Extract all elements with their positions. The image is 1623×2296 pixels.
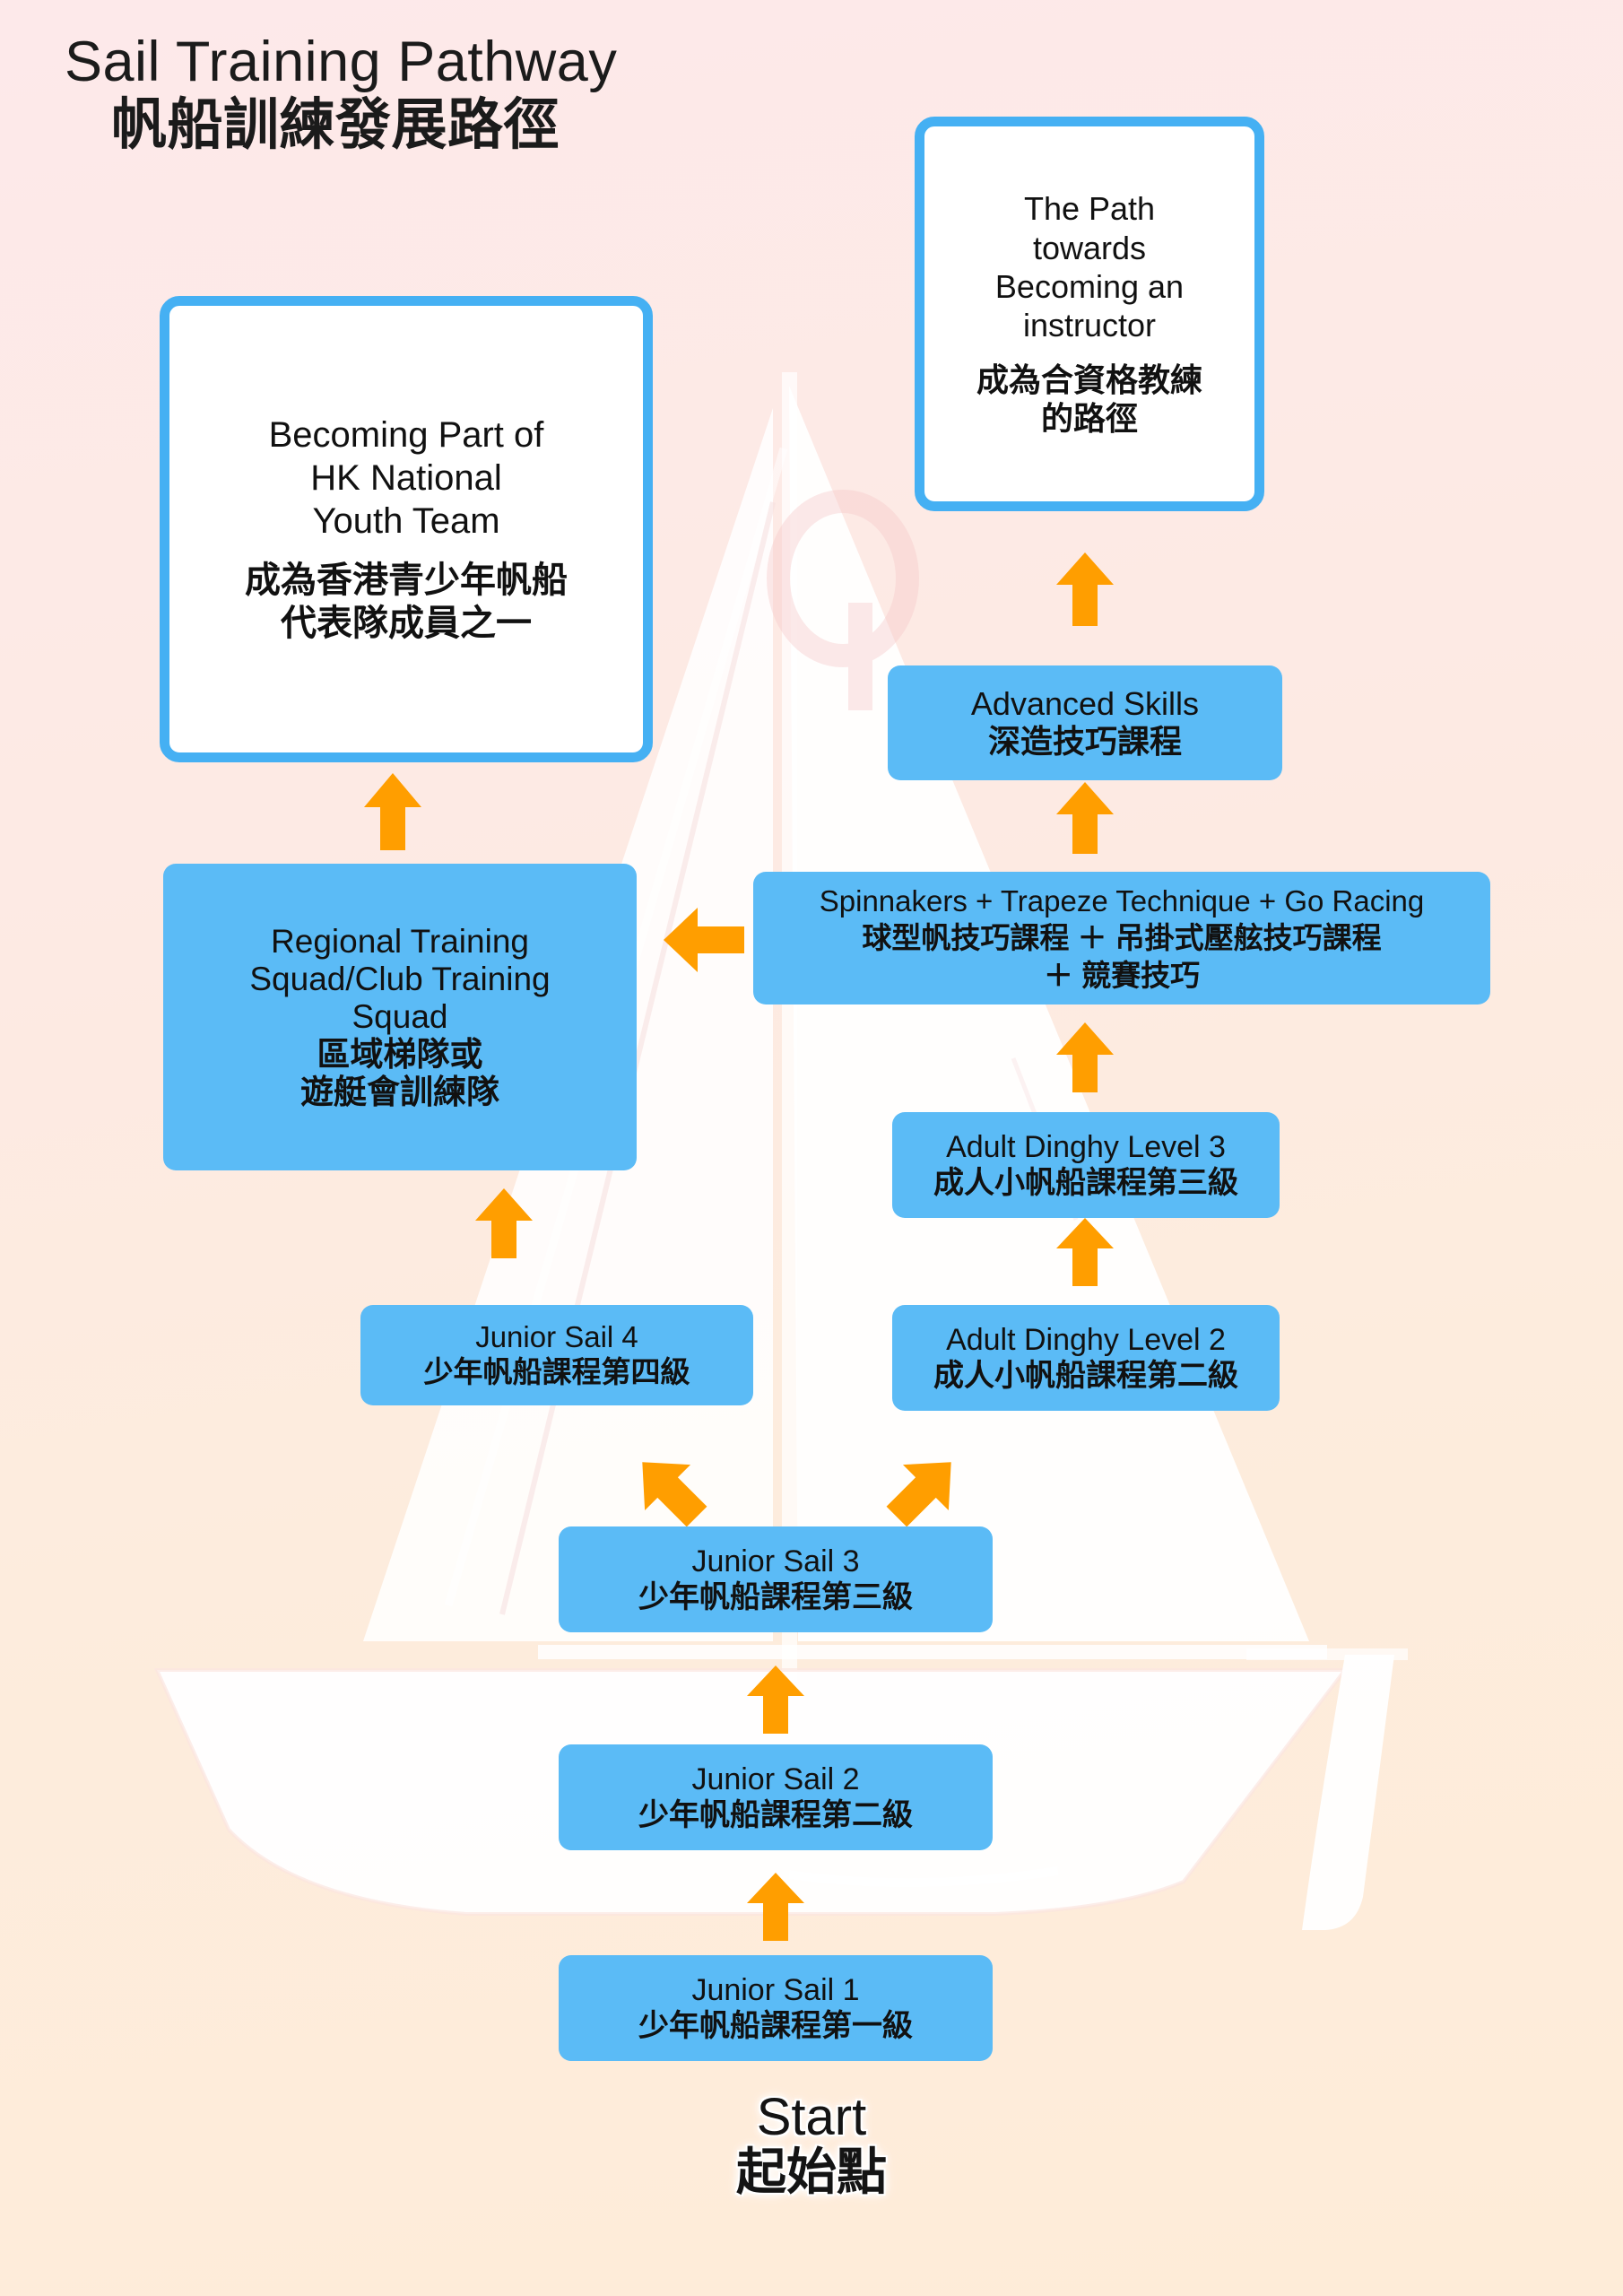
regional-squad-zh-line-1: 區域梯隊或 [317,1036,483,1074]
instructor-path-zh-line-1: 成為合資格教練 [976,361,1202,399]
course-box-junior-sail-4[interactable]: Junior Sail 4 少年帆船課程第四級 [360,1305,753,1405]
junior-sail-4-zh-line-1: 少年帆船課程第四級 [423,1355,690,1388]
arrow-adult-dinghy-3-to-spinnakers [1056,1022,1114,1092]
arrow-js3-to-adult-dinghy-2 [886,1462,951,1527]
course-box-junior-sail-2[interactable]: Junior Sail 2 少年帆船課程第二級 [559,1744,993,1850]
youth-team-en-line-1: Becoming Part of [268,415,544,455]
spinnakers-en-line-1: Spinnakers + Trapeze Technique + Go Raci… [819,883,1425,918]
spinnakers-zh-line-1: 球型帆技巧課程 ＋ 吊掛式壓舷技巧課程 [862,921,1382,955]
instructor-path-en-line-3: Becoming an [994,267,1185,305]
course-box-regional-training-squad[interactable]: Regional Training Squad/Club Training Sq… [163,864,637,1170]
arrow-spinnakers-to-regional-squad [664,908,744,972]
advanced-skills-en-line-1: Advanced Skills [970,684,1200,722]
page-title-zh: 帆船訓練發展路徑 [111,93,560,156]
goal-card-instructor-path[interactable]: The Path towards Becoming an instructor … [915,117,1264,511]
junior-sail-4-en-line-1: Junior Sail 4 [475,1320,638,1354]
course-box-junior-sail-3[interactable]: Junior Sail 3 少年帆船課程第三級 [559,1526,993,1632]
course-box-spinnakers-trapeze-racing[interactable]: Spinnakers + Trapeze Technique + Go Raci… [753,872,1490,1004]
page-title: Sail Training Pathway 帆船訓練發展路徑 [65,32,617,154]
arrow-js4-to-regional-squad [475,1188,533,1258]
adult-dinghy-3-zh-line-1: 成人小帆船課程第三級 [933,1166,1238,1200]
regional-squad-zh-line-2: 遊艇會訓練隊 [300,1074,499,1111]
start-label-zh: 起始點 [736,2144,887,2201]
page-title-en: Sail Training Pathway [65,30,618,93]
course-box-adult-dinghy-2[interactable]: Adult Dinghy Level 2 成人小帆船課程第二級 [892,1305,1280,1411]
instructor-path-zh-line-2: 的路徑 [1040,400,1138,438]
youth-team-en-line-2: HK National [310,458,502,498]
arrow-js2-to-js3 [747,1665,804,1734]
arrow-adult-dinghy-2-to-3 [1056,1218,1114,1286]
arrow-spinnakers-to-advanced-skills [1056,782,1114,854]
course-box-adult-dinghy-3[interactable]: Adult Dinghy Level 3 成人小帆船課程第三級 [892,1112,1280,1218]
arrow-advanced-skills-to-instructor-path [1056,552,1114,626]
instructor-path-en-line-2: towards [1032,229,1147,266]
arrow-js3-to-js4 [642,1462,707,1527]
junior-sail-1-zh-line-1: 少年帆船課程第一級 [638,2009,913,2043]
arrow-regional-squad-to-youth-team [364,773,421,850]
youth-team-en-line-3: Youth Team [312,501,500,541]
instructor-path-en-line-1: The Path [1023,190,1156,228]
junior-sail-3-zh-line-1: 少年帆船課程第三級 [638,1580,913,1614]
instructor-path-en-line-4: instructor [1022,307,1157,344]
youth-team-zh-line-1: 成為香港青少年帆船 [245,561,568,600]
start-label: Start 起始點 [0,2088,1623,2201]
regional-squad-en-line-1: Regional Training [271,922,529,960]
regional-squad-en-line-2: Squad/Club Training [249,960,551,997]
junior-sail-2-en-line-1: Junior Sail 2 [691,1761,860,1796]
arrow-js1-to-js2 [747,1873,804,1941]
junior-sail-2-zh-line-1: 少年帆船課程第二級 [638,1798,913,1832]
start-label-en: Start [756,2088,867,2146]
adult-dinghy-2-zh-line-1: 成人小帆船課程第二級 [933,1359,1238,1393]
junior-sail-3-en-line-1: Junior Sail 3 [691,1544,860,1578]
youth-team-zh-line-2: 代表隊成員之一 [281,604,532,643]
course-box-junior-sail-1[interactable]: Junior Sail 1 少年帆船課程第一級 [559,1955,993,2061]
regional-squad-en-line-3: Squad [352,997,448,1035]
goal-card-youth-team[interactable]: Becoming Part of HK National Youth Team … [160,296,653,762]
adult-dinghy-2-en-line-1: Adult Dinghy Level 2 [946,1322,1226,1357]
advanced-skills-zh-line-1: 深造技巧課程 [987,723,1182,760]
course-box-advanced-skills[interactable]: Advanced Skills 深造技巧課程 [888,665,1282,780]
spinnakers-zh-line-2: ＋ 競賽技巧 [1043,958,1201,992]
junior-sail-1-en-line-1: Junior Sail 1 [691,1972,860,2007]
adult-dinghy-3-en-line-1: Adult Dinghy Level 3 [946,1129,1226,1164]
